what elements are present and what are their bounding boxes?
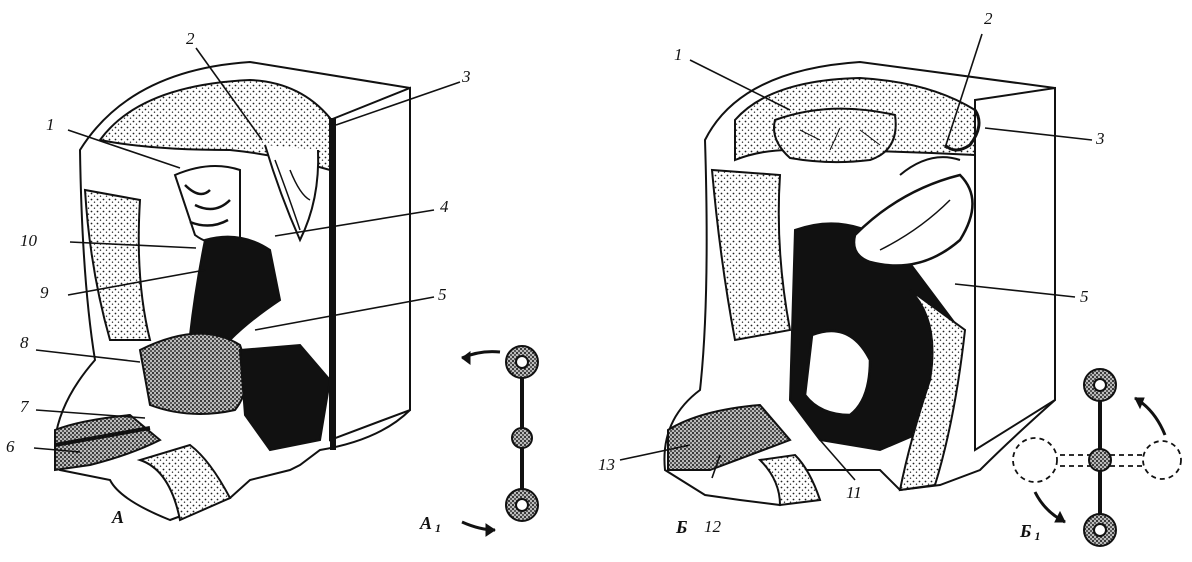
callout-b-1: 1 (674, 45, 683, 64)
callout-a-2: 2 (186, 29, 195, 48)
panel-a-tube (54, 413, 162, 472)
panel-b-chamber (803, 329, 872, 417)
panel-a-drawing (53, 60, 411, 522)
inset-b1-letter: Б (1020, 521, 1032, 541)
callout-a-4: 4 (440, 197, 449, 216)
panel-a-title: А (112, 507, 125, 527)
panel-b-drawing (663, 60, 1056, 507)
panel-b-leader-lines (619, 33, 1093, 481)
panel-a-left-wall (83, 188, 152, 341)
callout-a-5: 5 (438, 285, 447, 304)
panel-a-cavity (238, 343, 332, 452)
inset-b1-diagram (1012, 368, 1182, 547)
callout-b-5: 5 (1080, 287, 1089, 306)
panel-a-leader-lines (33, 47, 461, 453)
panel-b-title: Б (676, 517, 688, 537)
callout-b-2: 2 (984, 9, 993, 28)
panel-a-right-face (329, 86, 411, 442)
panel-a-heart (138, 332, 248, 415)
callout-a-3: 3 (462, 67, 471, 86)
callout-a-6: 6 (6, 437, 15, 456)
inset-a1-sub: 1 (435, 521, 442, 535)
callout-b-11: 11 (846, 483, 862, 502)
panel-b-right-tube (898, 289, 967, 492)
panel-b-tube (667, 403, 792, 471)
inset-a1-diagram (461, 345, 539, 537)
inset-b1-sub: 1 (1034, 529, 1041, 543)
callout-a-7: 7 (20, 397, 29, 416)
inset-a1-letter: А (420, 513, 433, 533)
callout-a-8: 8 (20, 333, 29, 352)
panel-b-left-wall (710, 168, 792, 342)
panel-b-heart (852, 173, 974, 267)
callout-a-9: 9 (40, 283, 49, 302)
callout-b-12: 12 (704, 517, 721, 536)
callout-a-1: 1 (46, 115, 55, 134)
panel-b-right-face (974, 86, 1056, 452)
panel-b-neural-tube (773, 107, 897, 164)
callout-b-3: 3 (1096, 129, 1105, 148)
callout-a-10: 10 (20, 231, 37, 250)
callout-b-13: 13 (598, 455, 615, 474)
panel-a-gut (188, 235, 282, 342)
